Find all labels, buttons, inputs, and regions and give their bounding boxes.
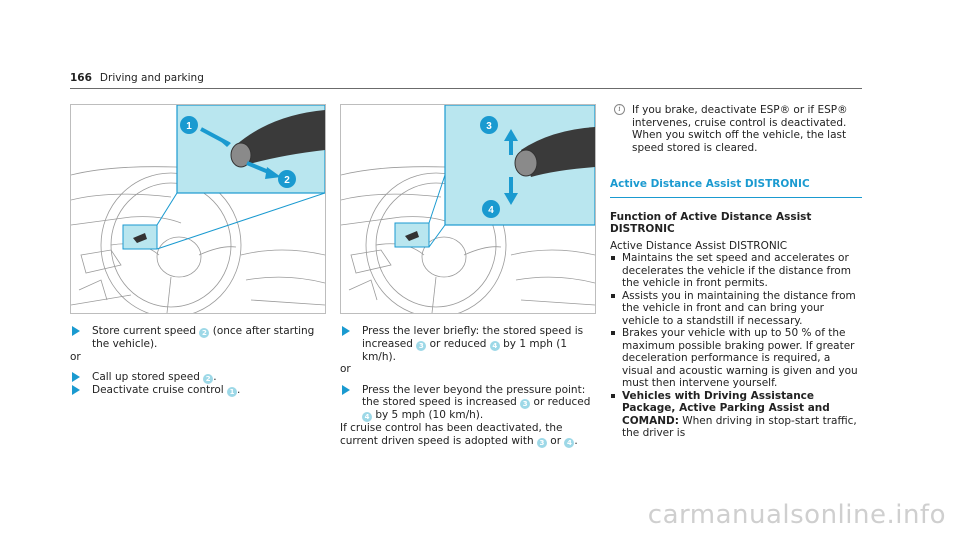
info-icon: i bbox=[614, 104, 625, 115]
figure-store-speed: 1 2 bbox=[70, 104, 326, 314]
info-note: i If you brake, deactivate ESP® or if ES… bbox=[610, 104, 862, 154]
column-right: i If you brake, deactivate ESP® or if ES… bbox=[610, 104, 862, 440]
cockpit-illustration-1: 1 2 bbox=[71, 105, 325, 313]
subsection-title: Function of Active Distance Assist DISTR… bbox=[610, 210, 812, 236]
figure-marker-4 bbox=[482, 200, 500, 218]
page-title: Driving and parking bbox=[99, 72, 204, 84]
marker-badge: 4 bbox=[564, 437, 575, 448]
list-item: Maintains the set speed and accelerates … bbox=[610, 252, 862, 290]
marker-badge: 3 bbox=[416, 340, 427, 351]
step-arrow-icon bbox=[72, 326, 80, 336]
marker-badge: 2 bbox=[199, 328, 210, 338]
or-text: or bbox=[340, 363, 351, 375]
deactivated-note: If cruise control has been deactivated, … bbox=[340, 422, 578, 448]
function-list: Maintains the set speed and accelerates … bbox=[610, 252, 862, 440]
step-arrow-icon bbox=[72, 385, 80, 395]
list-item: Vehicles with Driving Assistance Package… bbox=[610, 390, 862, 440]
page-header: 166 Driving and parking bbox=[70, 72, 204, 84]
figure-marker-4-label: 4 bbox=[488, 205, 494, 216]
marker-badge: 1 bbox=[227, 387, 238, 397]
step-press-beyond: Press the lever beyond the pressure poin… bbox=[340, 384, 594, 422]
figure-marker-3 bbox=[480, 116, 498, 134]
step-press-briefly: Press the lever briefly: the stored spee… bbox=[340, 325, 594, 363]
step-arrow-icon bbox=[342, 326, 350, 336]
marker-badge: 3 bbox=[536, 437, 547, 448]
step-deactivate: Deactivate cruise control 1. bbox=[70, 384, 324, 397]
step-arrow-icon bbox=[72, 372, 80, 382]
section-title: Active Distance Assist DISTRONIC bbox=[610, 178, 810, 190]
figure-marker-2 bbox=[278, 170, 296, 188]
cockpit-illustration-2: 3 4 bbox=[341, 105, 595, 313]
figure-marker-3-label: 3 bbox=[486, 121, 492, 132]
page-number: 166 bbox=[70, 72, 92, 84]
or-text: or bbox=[70, 350, 81, 363]
figure-marker-1 bbox=[180, 116, 198, 134]
marker-badge: 3 bbox=[520, 399, 531, 409]
figure-adjust-speed: 3 4 bbox=[340, 104, 596, 314]
intro-text: Active Distance Assist DISTRONIC bbox=[610, 239, 788, 252]
figure-marker-1-label: 1 bbox=[186, 121, 192, 132]
step-store-speed: Store current speed 2 (once after starti… bbox=[70, 325, 324, 351]
step-arrow-icon bbox=[342, 384, 350, 395]
section-rule bbox=[610, 196, 862, 198]
marker-badge: 4 bbox=[362, 412, 372, 422]
step-call-up-speed: Call up stored speed 2. bbox=[70, 371, 324, 384]
watermark: carmanualsonline.info bbox=[647, 500, 946, 530]
column-left: Store current speed 2 (once after starti… bbox=[70, 325, 324, 397]
marker-badge: 2 bbox=[203, 374, 214, 384]
header-rule bbox=[70, 88, 862, 89]
figure-marker-2-label: 2 bbox=[284, 175, 290, 186]
column-middle: Press the lever briefly: the stored spee… bbox=[340, 325, 594, 448]
list-item: Assists you in maintaining the distance … bbox=[610, 290, 862, 328]
list-item: Brakes your vehicle with up to 50 % of t… bbox=[610, 327, 862, 390]
marker-badge: 4 bbox=[489, 340, 500, 351]
